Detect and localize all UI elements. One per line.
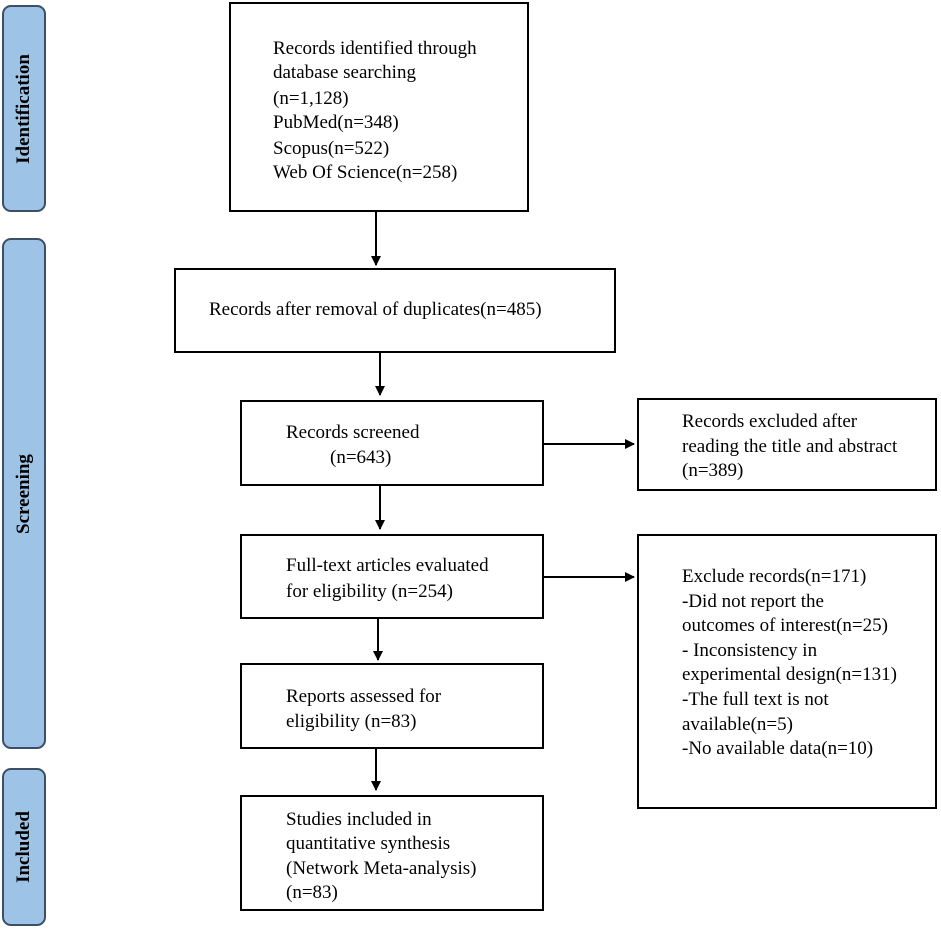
identified-line-5: Scopus(n=522) [273,138,390,159]
exclude-line-1: Exclude records(n=171) [682,566,867,587]
identified-line-6: Web Of Science(n=258) [273,162,458,183]
identified-line-2: database searching [273,62,416,83]
fulltext-line-1: Full-text articles evaluated [286,555,489,576]
exclude-line-6: -The full text is not [682,689,829,710]
box-records-screened: Records screened (n=643) [240,400,544,486]
exclude-line-4: - Inconsistency in [682,640,818,661]
screened-line-2: (n=643) [330,447,392,468]
box-records-excluded: Records excluded after reading the title… [637,398,937,491]
box-fulltext-articles: Full-text articles evaluated for eligibi… [240,534,544,619]
exclude-line-8: -No available data(n=10) [682,738,874,759]
box-reports-assessed: Reports assessed for eligibility (n=83) [240,663,544,749]
included-line-4: (n=83) [286,882,338,903]
duplicates-line-1: Records after removal of duplicates(n=48… [209,299,542,320]
identified-line-3: (n=1,128) [273,88,349,109]
excluded-line-1: Records excluded after [682,411,858,432]
included-line-3: (Network Meta-analysis) [286,858,477,879]
reports-line-2: eligibility (n=83) [286,711,417,732]
fulltext-line-2: for eligibility (n=254) [286,581,453,602]
box-exclude-records: Exclude records(n=171) -Did not report t… [637,534,937,809]
stage-identification: Identification [2,5,46,212]
excluded-line-2: reading the title and abstract [682,436,898,457]
exclude-line-5: experimental design(n=131) [682,664,897,685]
box-studies-included: Studies included in quantitative synthes… [240,795,544,911]
included-line-2: quantitative synthesis [286,833,451,854]
identified-line-4: PubMed(n=348) [273,112,399,133]
exclude-line-7: available(n=5) [682,714,793,735]
box-records-identified: Records identified through database sear… [229,2,529,212]
stage-included: Included [2,768,46,926]
identified-line-1: Records identified through [273,38,477,59]
reports-line-1: Reports assessed for [286,686,442,707]
screened-line-1: Records screened [286,422,420,443]
included-line-1: Studies included in [286,809,432,830]
exclude-line-3: outcomes of interest(n=25) [682,615,888,636]
exclude-line-2: -Did not report the [682,591,824,612]
box-after-duplicates: Records after removal of duplicates(n=48… [174,268,616,353]
stage-screening: Screening [2,238,46,749]
excluded-line-3: (n=389) [682,460,744,481]
